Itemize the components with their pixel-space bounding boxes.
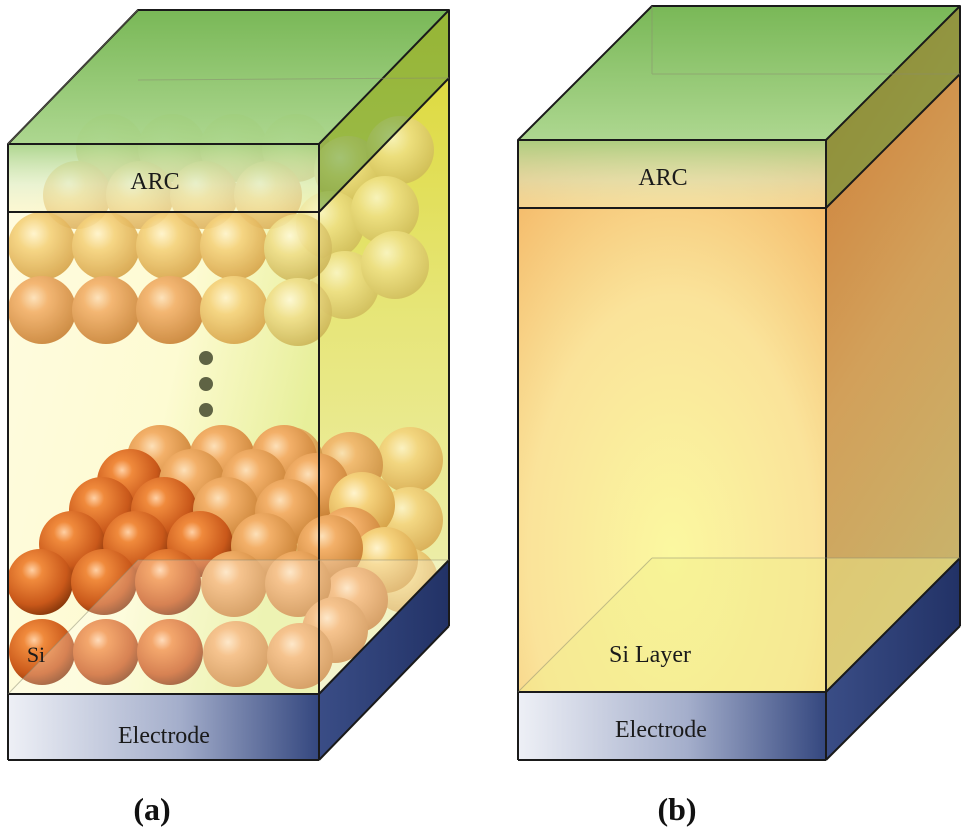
panel-a-electrode-label: Electrode <box>118 723 210 749</box>
panel-a-ellipsis <box>199 351 213 417</box>
panel-a-outline <box>7 9 450 761</box>
panel-b-si-floor <box>518 558 960 692</box>
panel-b: ARC Si Layer Electrode (b) <box>517 5 961 827</box>
panel-a-electrode-front <box>8 694 319 760</box>
panel-a-top-spheres-front <box>8 212 332 346</box>
panel-b-arc-side-face <box>826 6 960 208</box>
panel-b-caption: (b) <box>657 791 696 827</box>
panel-a-electrode-top <box>8 560 449 694</box>
panel-b-arc-top-face <box>518 6 960 140</box>
panel-a-arc-side-face <box>319 10 449 212</box>
panel-b-electrode-side <box>826 558 960 760</box>
panel-a-electrode-side <box>319 560 449 760</box>
panel-a: ARC Si Electrode (a) <box>7 9 450 827</box>
panel-b-electrode-label: Electrode <box>615 717 707 743</box>
panel-b-outline <box>517 5 961 761</box>
panel-b-arc-front-face <box>518 140 826 208</box>
panel-b-si-layer-label: Si Layer <box>609 642 691 668</box>
panel-a-caption: (a) <box>133 791 170 827</box>
panel-b-side-face <box>826 6 960 692</box>
panel-b-body <box>518 140 826 692</box>
panel-b-electrode-front <box>518 692 826 760</box>
panel-a-si-label: Si <box>27 642 45 667</box>
panel-a-arc-front-face <box>8 144 319 212</box>
panel-a-arc-top-face <box>8 10 449 144</box>
panel-b-arc-label: ARC <box>638 165 687 191</box>
panel-a-arc-label: ARC <box>130 169 179 195</box>
panel-a-bottom-spheres <box>7 425 443 689</box>
